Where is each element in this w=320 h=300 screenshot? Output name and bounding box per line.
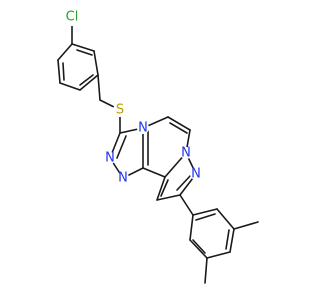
bond xyxy=(57,43,73,61)
bond-layer xyxy=(57,21,259,284)
bond xyxy=(206,251,231,259)
atom-label-n: N xyxy=(181,146,191,161)
bond xyxy=(192,239,206,254)
bond xyxy=(204,257,208,284)
atom-label-n: N xyxy=(138,121,148,136)
bond xyxy=(142,167,166,178)
bond xyxy=(176,174,192,191)
bond xyxy=(71,43,95,52)
atom-label-cl: Cl xyxy=(66,10,79,25)
atom-nitrogen-pyrazole: N xyxy=(190,167,202,182)
bond xyxy=(189,239,208,259)
molecule-structure: Cl S N N N N N xyxy=(57,8,259,284)
bond xyxy=(160,179,169,197)
bond xyxy=(93,50,99,76)
bond xyxy=(179,194,194,216)
bond xyxy=(97,74,101,101)
atom-nitrogen-triazole-upper: N xyxy=(104,151,116,166)
atom-nitrogen-triazole-lower: N xyxy=(117,171,129,186)
bond xyxy=(192,208,218,216)
bond xyxy=(216,208,235,230)
bond xyxy=(189,214,194,241)
bond xyxy=(79,74,99,91)
atom-label-n: N xyxy=(191,167,201,182)
bond xyxy=(79,74,94,86)
bond xyxy=(156,176,166,201)
atom-layer: Cl S N N N N N xyxy=(63,8,202,186)
bond xyxy=(195,213,216,221)
bond xyxy=(76,49,93,56)
bond xyxy=(167,116,191,131)
bond xyxy=(156,194,181,201)
bond xyxy=(57,59,61,84)
bond xyxy=(116,135,127,159)
bond xyxy=(233,221,259,230)
atom-label-n: N xyxy=(105,151,115,166)
bond xyxy=(229,228,235,253)
bond xyxy=(62,62,65,81)
atom-chlorine: Cl xyxy=(63,8,81,26)
atom-sulfur: S xyxy=(113,103,127,118)
bond xyxy=(59,82,81,91)
bond xyxy=(225,229,230,250)
atom-label-n: N xyxy=(118,171,128,186)
atom-nitrogen-pyrazole-bridgehead: N xyxy=(180,146,192,161)
atom-nitrogen-bridgehead: N xyxy=(137,121,149,136)
bond xyxy=(169,122,188,134)
atom-label-s: S xyxy=(116,103,124,118)
